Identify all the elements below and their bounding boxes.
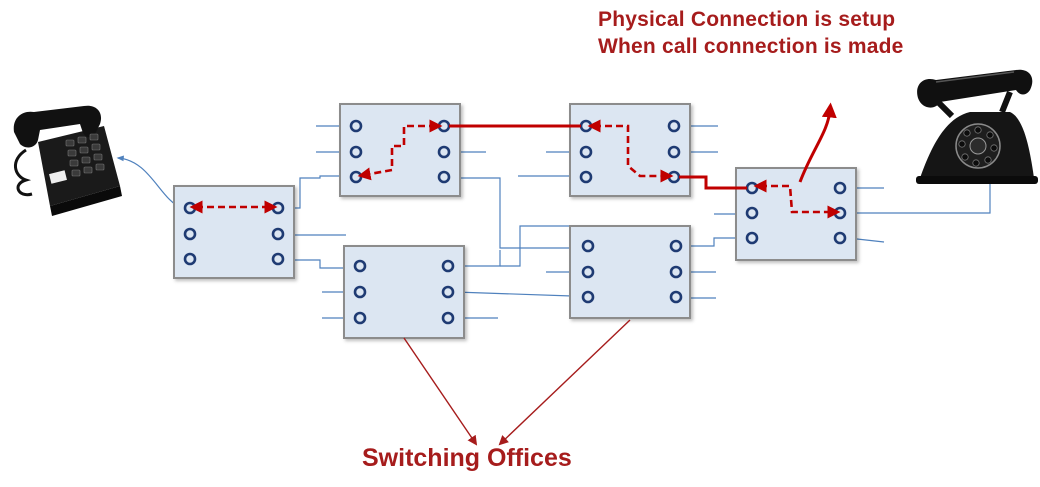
established-circuit-path (189, 119, 841, 219)
rotary-telephone-icon (916, 69, 1038, 184)
port (353, 285, 367, 299)
port (581, 239, 595, 253)
port (183, 227, 197, 241)
port (745, 231, 759, 245)
port (353, 311, 367, 325)
port (353, 259, 367, 273)
switching-office-e (343, 245, 465, 339)
port (669, 239, 683, 253)
port (581, 290, 595, 304)
port (183, 252, 197, 266)
offices-pointer-left (403, 337, 478, 446)
switching-office-a (173, 185, 295, 279)
port (833, 231, 847, 245)
port (441, 285, 455, 299)
switching-offices-label: Switching Offices (362, 444, 572, 472)
physical-connection-label: Physical Connection is setup (598, 8, 896, 31)
port (441, 311, 455, 325)
switching-office-f (569, 225, 691, 319)
annotation-pointer (798, 102, 837, 183)
offices-pointer-right (498, 319, 631, 446)
port (271, 227, 285, 241)
desk-telephone-icon (13, 105, 122, 216)
port (581, 265, 595, 279)
port (441, 259, 455, 273)
port (669, 265, 683, 279)
port (271, 252, 285, 266)
switching-office-b (339, 103, 461, 197)
switching-office-c (569, 103, 691, 197)
switching-office-d (735, 167, 857, 261)
call-connection-label: When call connection is made (598, 35, 904, 58)
port (669, 290, 683, 304)
